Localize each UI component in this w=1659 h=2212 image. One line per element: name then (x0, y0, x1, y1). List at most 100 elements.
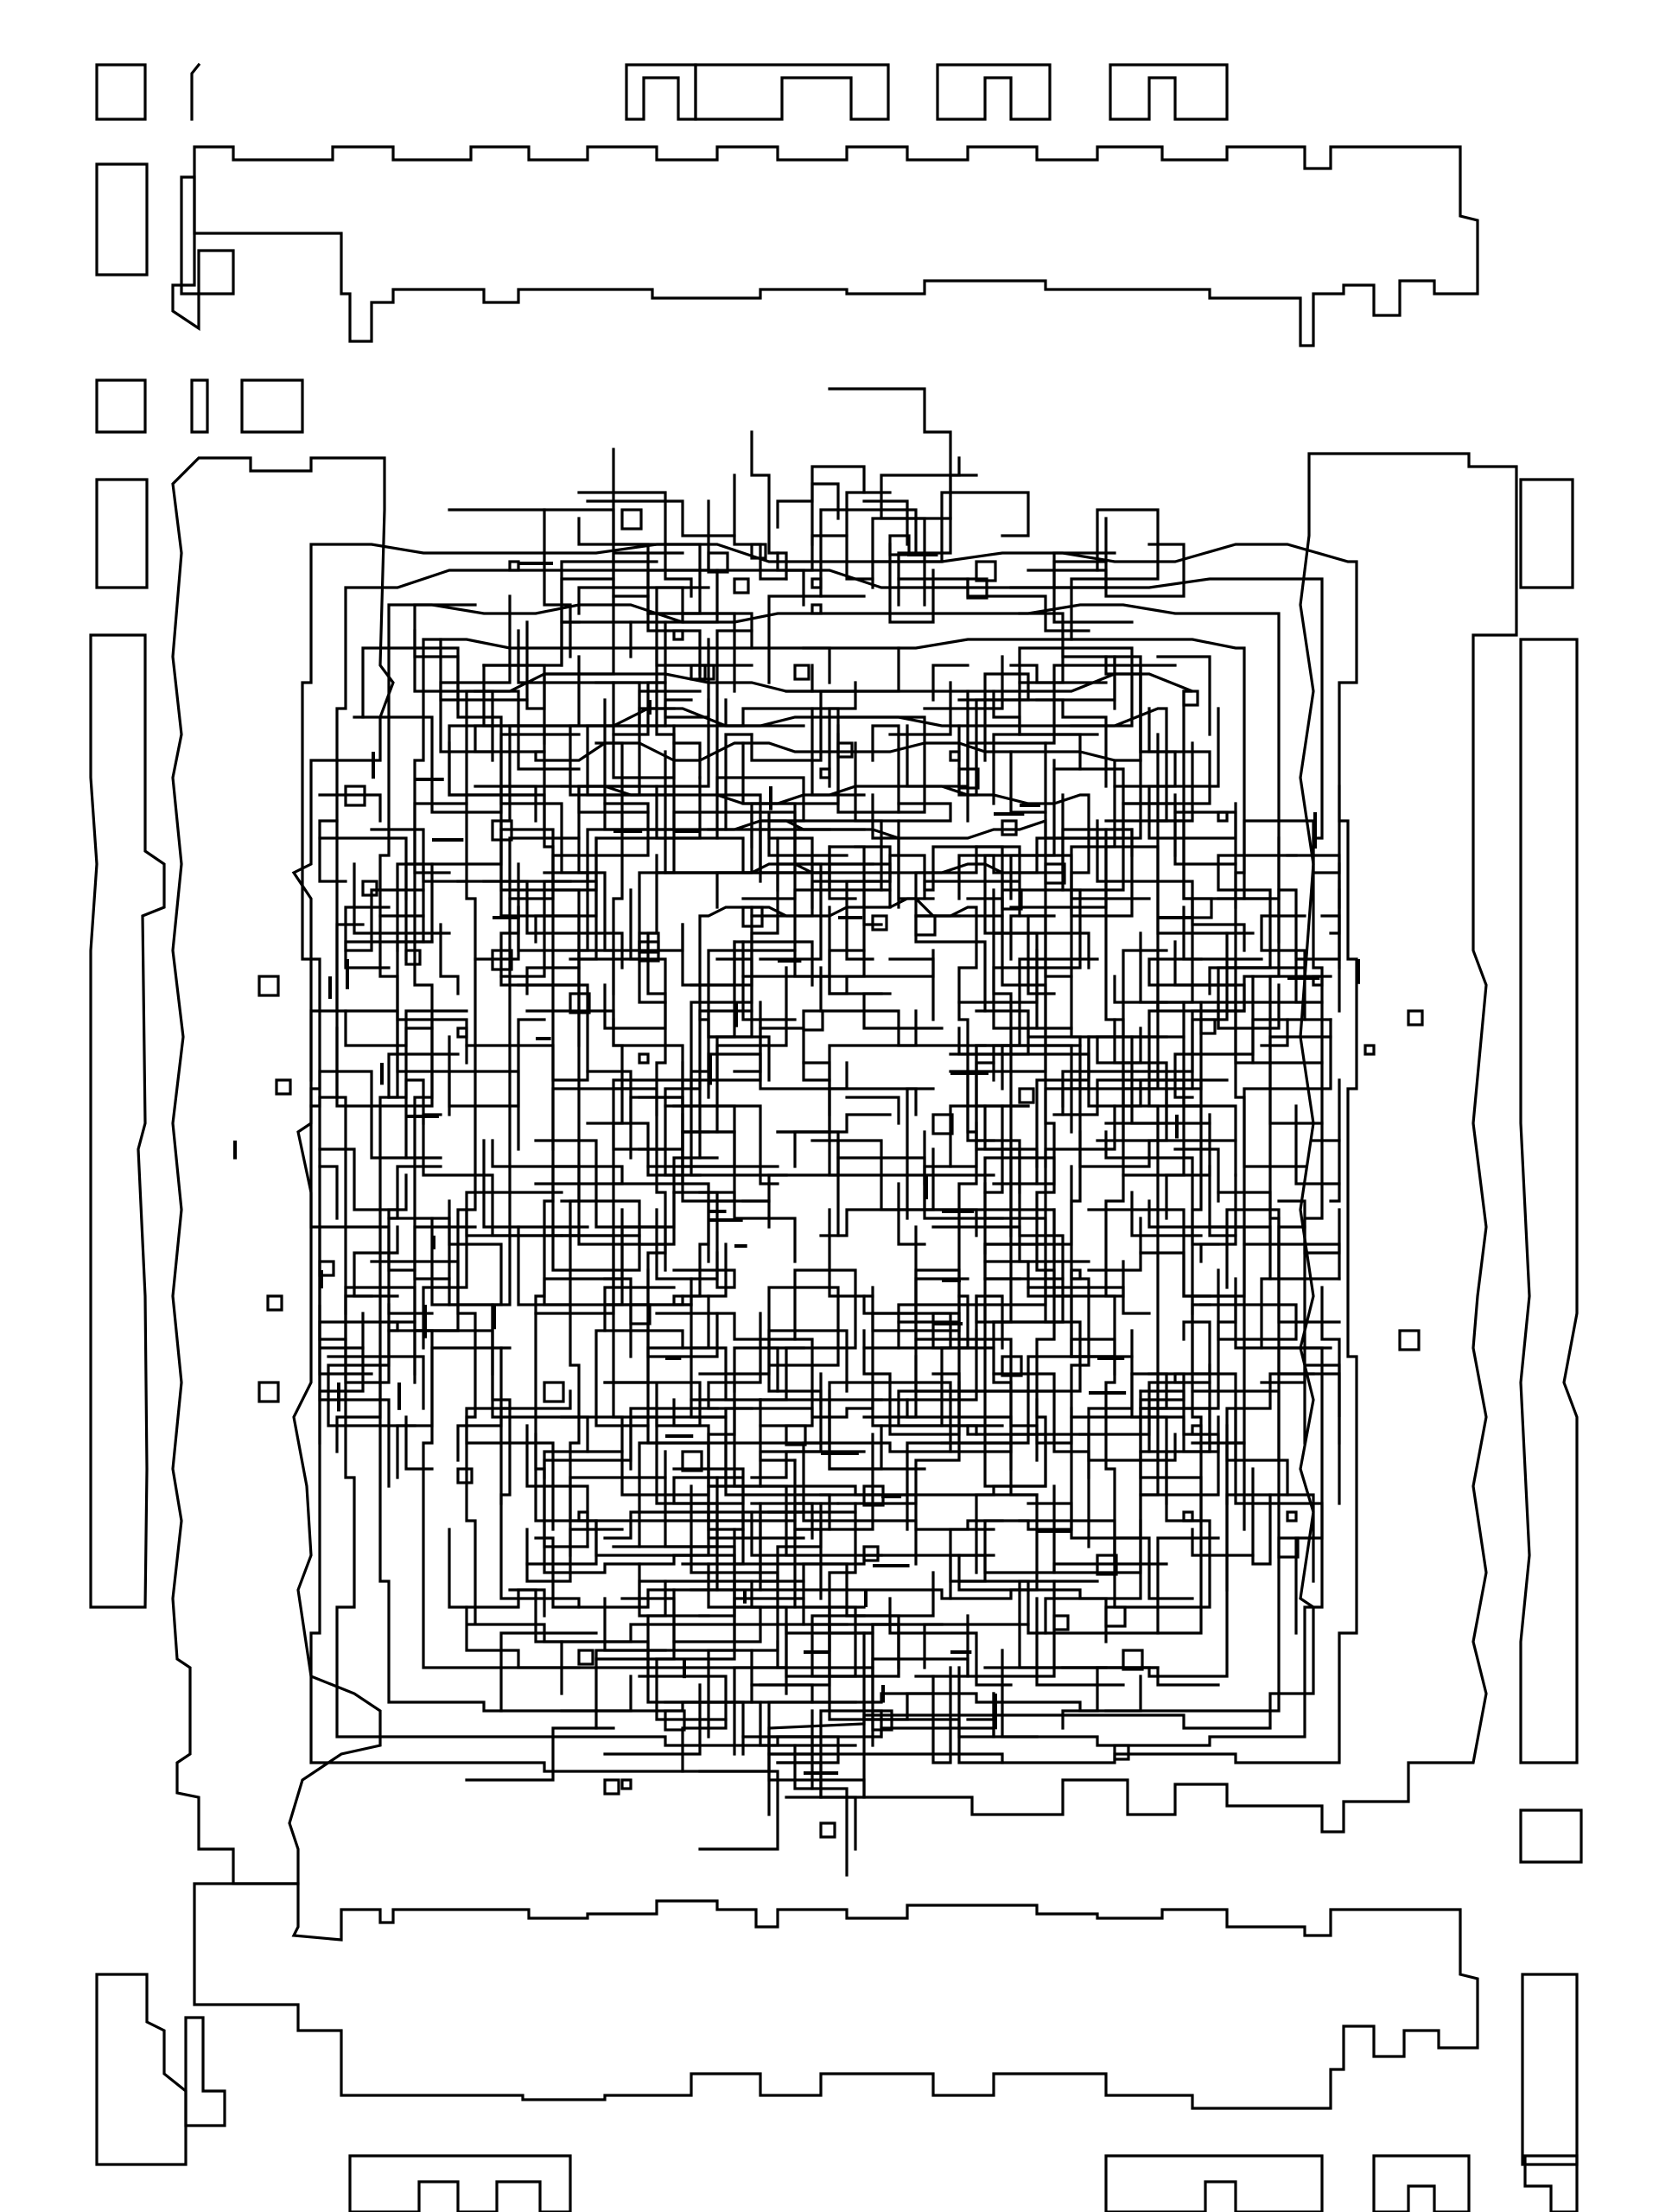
short-bar (769, 786, 772, 810)
small-square (931, 1113, 954, 1135)
maze-line (759, 1001, 831, 1082)
maze-line (353, 862, 451, 935)
maze-line (992, 888, 1082, 1030)
small-square (1286, 1510, 1298, 1522)
maze-line (992, 1156, 1056, 1237)
bottom-left-block (348, 2154, 572, 2212)
right-tall-strip (1519, 638, 1579, 1764)
maze-line (1139, 1277, 1237, 1410)
small-square (672, 1294, 684, 1306)
maze-line (733, 1018, 762, 1073)
maze-line (612, 1018, 684, 1108)
maze-line (819, 1208, 926, 1246)
maze-line (750, 1450, 866, 1479)
small-square (733, 577, 750, 594)
short-bar (613, 830, 643, 833)
left-col-3 (190, 378, 209, 434)
maze-line (1113, 1536, 1194, 1600)
short-bar (778, 959, 802, 963)
maze-line (1156, 655, 1211, 736)
maze-line (655, 1312, 883, 1402)
small-square (387, 1208, 399, 1220)
maze-line (1027, 1450, 1142, 1540)
short-bar (873, 1564, 910, 1567)
maze-line (1156, 940, 1246, 1013)
small-square (802, 1009, 824, 1032)
maze-line (499, 914, 650, 961)
maze-line (698, 1770, 779, 1851)
maze-line (828, 1312, 883, 1471)
small-square (569, 992, 591, 1014)
maze-line (828, 975, 892, 995)
maze-line (715, 966, 788, 1134)
maze-line (906, 1087, 995, 1177)
maze-line (404, 1415, 434, 1471)
maze-line (871, 1381, 952, 1453)
maze-line (465, 1605, 581, 1669)
short-bar (493, 916, 520, 919)
maze-line (1027, 543, 1185, 598)
maze-line (1147, 1199, 1246, 1315)
maze-line (327, 1329, 460, 1427)
maze-line (1130, 1191, 1203, 1237)
right-col-bottom-1 (1519, 1808, 1583, 1864)
maze-line (1104, 819, 1272, 900)
maze-line (931, 664, 969, 702)
small-square (1191, 897, 1213, 919)
maze-line (1251, 1467, 1272, 1566)
maze-line (750, 810, 866, 849)
maze-line (1139, 1381, 1220, 1497)
maze-line (681, 612, 753, 650)
small-square (318, 1260, 335, 1277)
maze-line (603, 1683, 702, 1756)
maze-line (810, 1139, 840, 1237)
maze-line (577, 491, 693, 598)
maze-line (1225, 1493, 1315, 1592)
small-square (810, 603, 823, 615)
maze-line (672, 741, 702, 779)
maze-line (871, 517, 952, 589)
maze-line (888, 681, 952, 736)
small-square (1044, 862, 1066, 885)
maze-line (957, 1027, 1004, 1090)
maze-line (344, 1294, 391, 1384)
maze-line (992, 1372, 1090, 1548)
maze-line (569, 707, 676, 797)
short-bar (665, 1434, 694, 1438)
maze-line (759, 1346, 805, 1402)
maze-line (819, 1709, 883, 1799)
maze-line (543, 1450, 624, 1548)
maze-line (456, 862, 520, 883)
left-col-1 (95, 162, 149, 276)
maze-line (1199, 1173, 1237, 1263)
maze-line (1294, 1104, 1341, 1185)
maze-line (1173, 810, 1237, 909)
maze-line (594, 1597, 676, 1730)
maze-line (664, 1700, 857, 1747)
maze-line (499, 733, 598, 874)
maze-line (664, 638, 710, 719)
maze-line (413, 603, 494, 762)
maze-line (949, 1519, 1004, 1583)
short-bar (881, 1495, 902, 1498)
maze-line (378, 914, 425, 944)
small-square (491, 819, 513, 842)
maze-line (707, 1312, 762, 1410)
maze-line (975, 698, 1108, 788)
small-square (690, 664, 707, 681)
maze-line (733, 1130, 840, 1203)
top-block-1 (625, 63, 697, 121)
maze-line (1027, 1286, 1151, 1315)
small-square (1182, 690, 1199, 707)
maze-line (499, 1389, 572, 1505)
maze-line (646, 1130, 788, 1177)
small-square (672, 629, 684, 641)
maze-line (638, 1096, 684, 1151)
maze-line (983, 1104, 1065, 1281)
short-bar (907, 553, 938, 556)
maze-line (810, 465, 866, 546)
maze-line (681, 1243, 728, 1298)
maze-line (499, 1631, 598, 1713)
short-bar (1175, 1115, 1179, 1139)
